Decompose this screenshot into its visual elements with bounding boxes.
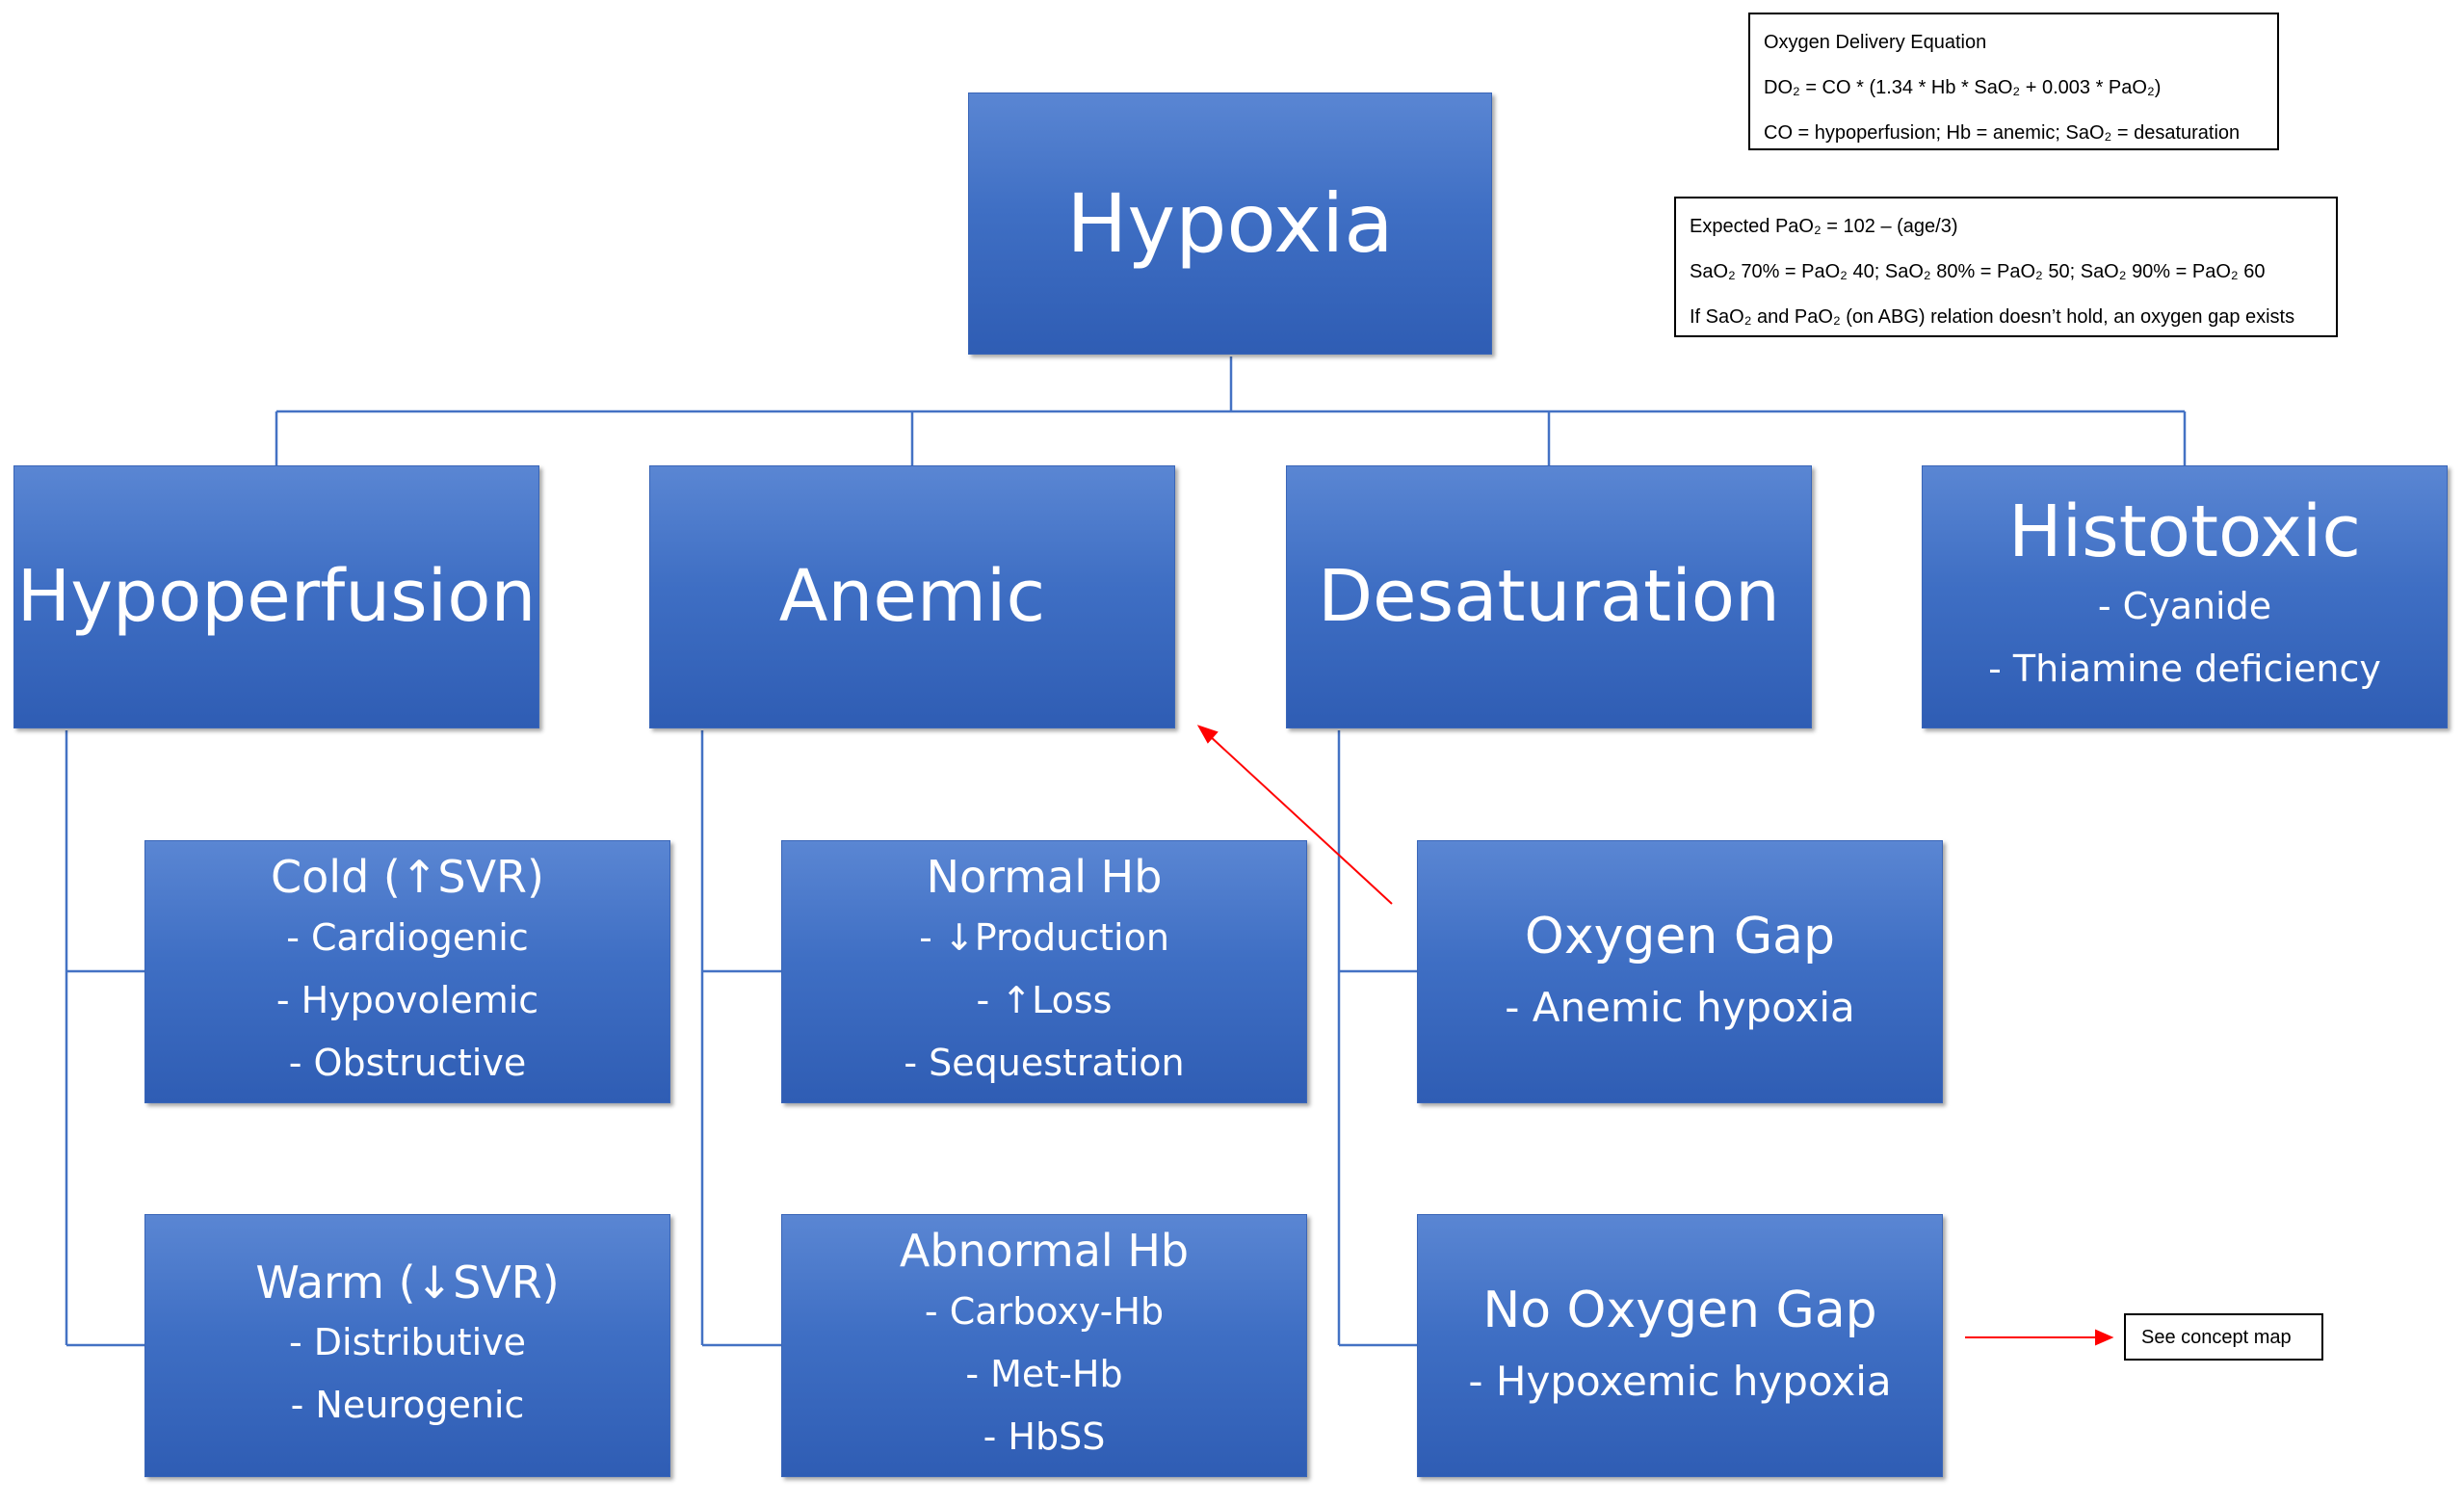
root-title: Hypoxia [1066, 175, 1394, 271]
oxygen-delivery-note: Oxygen Delivery Equation DO₂ = CO * (1.3… [1748, 13, 2279, 150]
subcategory-box-warm: Warm (↓SVR) - Distributive - Neurogenic [144, 1214, 670, 1477]
subcategory-box-abnormal-hb: Abnormal Hb - Carboxy-Hb - Met-Hb - HbSS [781, 1214, 1307, 1477]
subcategory-item: - Distributive [288, 1321, 527, 1364]
category-title: Desaturation [1318, 554, 1780, 638]
note-line: See concept map [2141, 1326, 2292, 1348]
category-title: Hypoperfusion [16, 554, 537, 638]
subcategory-item: - Sequestration [904, 1041, 1185, 1084]
subcategory-item: - ↓Production [919, 915, 1169, 959]
note-line: Oxygen Delivery Equation [1764, 32, 1987, 53]
subcategory-item: - Hypovolemic [275, 978, 539, 1021]
subcategory-title: Warm (↓SVR) [255, 1256, 560, 1309]
see-concept-map-note: See concept map [2124, 1313, 2323, 1361]
subcategory-item: - Carboxy-Hb [924, 1289, 1165, 1333]
category-box-hypoperfusion: Hypoperfusion [13, 465, 539, 728]
subcategory-title: Normal Hb [926, 851, 1163, 904]
category-title: Histotoxic [2007, 489, 2362, 573]
note-line: SaO₂ 70% = PaO₂ 40; SaO₂ 80% = PaO₂ 50; … [1690, 261, 2266, 282]
note-line: CO = hypoperfusion; Hb = anemic; SaO₂ = … [1764, 122, 2241, 144]
subcategory-box-no-oxygen-gap: No Oxygen Gap - Hypoxemic hypoxia [1417, 1214, 1943, 1477]
category-item: - Thiamine deficiency [1988, 648, 2381, 691]
note-line: If SaO₂ and PaO₂ (on ABG) relation doesn… [1690, 306, 2295, 328]
note-line: DO₂ = CO * (1.34 * Hb * SaO₂ + 0.003 * P… [1764, 77, 2162, 98]
subcategory-item: - ↑Loss [976, 978, 1113, 1021]
subcategory-title: Oxygen Gap [1524, 908, 1836, 966]
subcategory-title: No Oxygen Gap [1482, 1282, 1877, 1340]
expected-pao2-note: Expected PaO₂ = 102 – (age/3) SaO₂ 70% =… [1674, 197, 2338, 337]
subcategory-box-normal-hb: Normal Hb - ↓Production - ↑Loss - Seques… [781, 840, 1307, 1103]
category-item: - Cyanide [2097, 585, 2272, 628]
subcategory-item: - Cardiogenic [286, 915, 529, 959]
subcategory-box-oxygen-gap: Oxygen Gap - Anemic hypoxia [1417, 840, 1943, 1103]
subcategory-box-cold: Cold (↑SVR) - Cardiogenic - Hypovolemic … [144, 840, 670, 1103]
subcategory-item: - HbSS [983, 1414, 1106, 1458]
subcategory-item: - Hypoxemic hypoxia [1468, 1357, 1892, 1405]
category-box-histotoxic: Histotoxic - Cyanide - Thiamine deficien… [1922, 465, 2448, 728]
note-line: Expected PaO₂ = 102 – (age/3) [1690, 216, 1958, 237]
category-box-desaturation: Desaturation [1286, 465, 1812, 728]
category-title: Anemic [778, 554, 1046, 638]
subcategory-item: - Anemic hypoxia [1505, 983, 1855, 1031]
root-box-hypoxia: Hypoxia [968, 93, 1492, 355]
subcategory-item: - Met-Hb [965, 1352, 1123, 1395]
subcategory-item: - Neurogenic [290, 1384, 525, 1427]
subcategory-title: Abnormal Hb [899, 1225, 1190, 1278]
category-box-anemic: Anemic [649, 465, 1175, 728]
subcategory-title: Cold (↑SVR) [271, 851, 544, 904]
subcategory-item: - Obstructive [288, 1041, 527, 1084]
